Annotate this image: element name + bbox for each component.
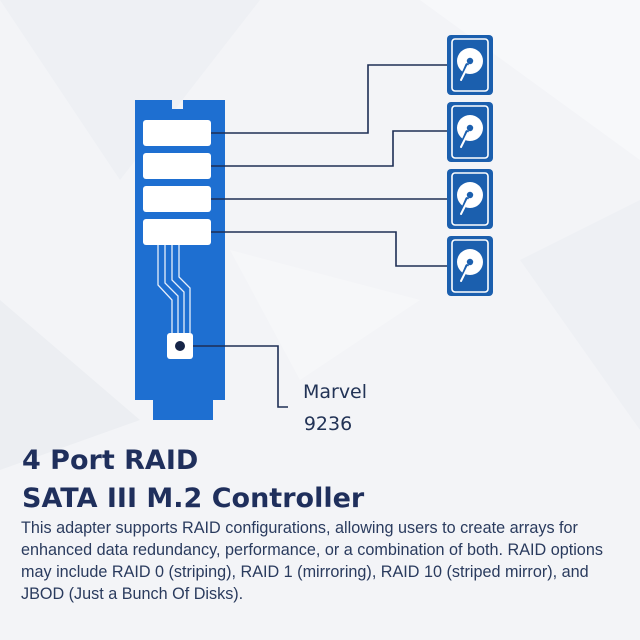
cable-line <box>211 231 447 267</box>
chip-label-line-1: Marvel <box>302 381 368 403</box>
cable-line <box>211 64 447 134</box>
hard-drive-icon <box>447 236 493 296</box>
description-paragraph: This adapter supports RAID configuration… <box>21 519 603 603</box>
sata-cables <box>193 64 447 408</box>
chip-label-line <box>193 345 288 408</box>
hard-drive-icon <box>447 102 493 162</box>
sata-port-icon <box>143 219 211 245</box>
sata-port-icon <box>143 186 211 212</box>
hard-drives <box>447 35 493 296</box>
sata-port-icon <box>143 153 211 179</box>
hard-drive-icon <box>447 35 493 95</box>
chip-label-line-2: 9236 <box>303 413 353 435</box>
pcb-traces <box>157 245 191 333</box>
page-title-line-2: SATA III M.2 Controller <box>22 483 365 514</box>
sata-ports <box>143 120 211 245</box>
m2-card-icon <box>135 100 225 420</box>
hard-drive-icon <box>447 169 493 229</box>
cable-line <box>211 130 447 167</box>
page-title-line-1: 4 Port RAID <box>22 445 199 476</box>
controller-chip-icon <box>167 333 193 359</box>
sata-port-icon <box>143 120 211 146</box>
